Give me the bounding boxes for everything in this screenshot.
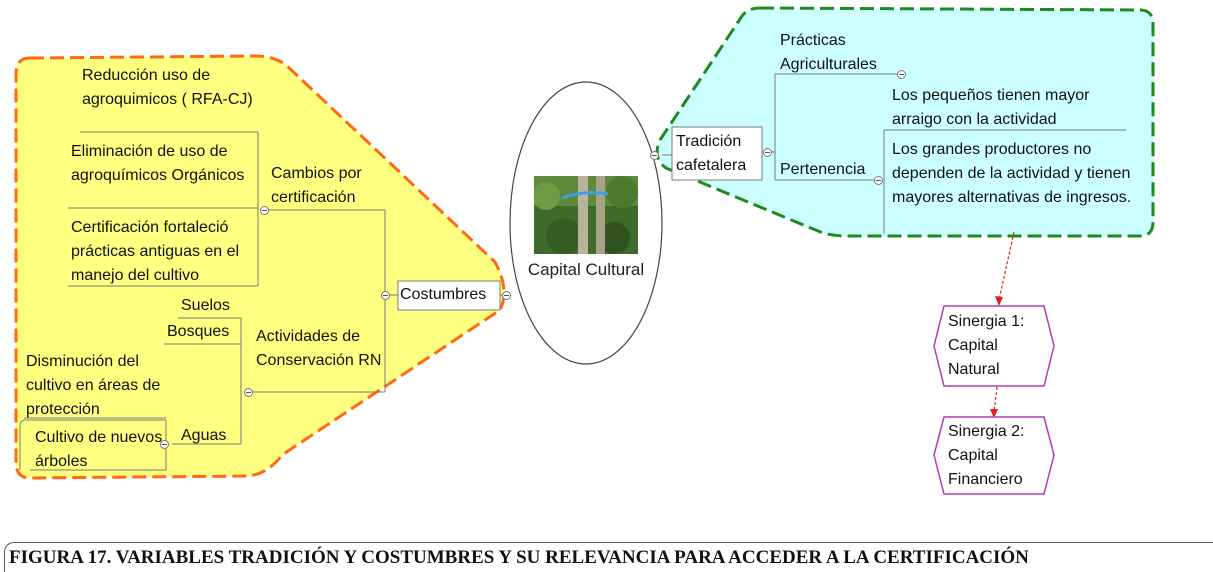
- node-aguas[interactable]: Aguas: [181, 427, 227, 444]
- node-cultivo-arboles[interactable]: Cultivo de nuevos árboles: [35, 429, 163, 470]
- node-grandes-productores[interactable]: Los grandes productores no dependen de l…: [892, 141, 1132, 206]
- collapse-toggle[interactable]: [160, 440, 169, 449]
- node-eliminacion-agroquimicos[interactable]: Eliminación de uso de agroquímicos Orgán…: [71, 143, 245, 184]
- capital-cultural-label: Capital Cultural: [527, 260, 645, 279]
- figure-caption-text: FIGURA 17. VARIABLES TRADICIÓN Y COSTUMB…: [9, 547, 1029, 568]
- collapse-toggle[interactable]: [381, 291, 390, 300]
- arrowhead-1: [995, 296, 1003, 306]
- costumbres-region: [14, 54, 506, 480]
- node-disminucion-cultivo[interactable]: Disminución del cultivo en áreas de prot…: [26, 353, 161, 418]
- node-practicas-agriculturales[interactable]: Prácticas Agriculturales: [780, 32, 877, 73]
- collapse-toggle[interactable]: [763, 148, 772, 157]
- synergy-arrows: [993, 231, 1015, 413]
- collapse-toggle[interactable]: [244, 388, 253, 397]
- collapse-toggle[interactable]: [650, 151, 659, 160]
- node-bosques[interactable]: Bosques: [167, 323, 230, 340]
- sinergia-1-label[interactable]: Sinergia 1: Capital Natural: [948, 313, 1025, 378]
- node-certificacion-practicas[interactable]: Certificación fortaleció prácticas antig…: [71, 219, 240, 284]
- sinergia-2-label[interactable]: Sinergia 2: Capital Financiero: [948, 423, 1025, 488]
- forest-photo: [534, 176, 638, 254]
- forest-photo-graphic: [534, 176, 638, 254]
- node-costumbres[interactable]: Costumbres: [400, 286, 487, 303]
- node-pertenencia[interactable]: Pertenencia: [780, 161, 866, 178]
- node-actividades-conservacion[interactable]: Actividades de Conservación RN: [256, 328, 382, 369]
- collapse-toggle[interactable]: [260, 206, 269, 215]
- sinergia-1-hexagon: [933, 305, 1055, 387]
- node-tradicion-cafetalera[interactable]: Tradición cafetalera: [676, 133, 747, 174]
- node-reduccion-agroquimicos[interactable]: Reducción uso de agroquimicos ( RFA-CJ): [82, 67, 253, 108]
- left-connectors: [19, 131, 509, 471]
- tradicion-region: [655, 6, 1155, 238]
- arrowhead-2: [990, 409, 998, 418]
- collapse-toggle[interactable]: [874, 176, 883, 185]
- right-connectors: [662, 73, 1126, 234]
- sinergia-2-hexagon: [933, 416, 1055, 495]
- collapse-toggle[interactable]: [502, 291, 511, 300]
- figure-caption: FIGURA 17. VARIABLES TRADICIÓN Y COSTUMB…: [4, 542, 1213, 572]
- node-suelos[interactable]: Suelos: [181, 297, 230, 314]
- collapse-toggle[interactable]: [897, 70, 906, 79]
- node-cambios-certificacion[interactable]: Cambios por certificación: [271, 165, 362, 206]
- node-pequenos-productores[interactable]: Los pequeños tienen mayor arraigo con la…: [892, 87, 1090, 128]
